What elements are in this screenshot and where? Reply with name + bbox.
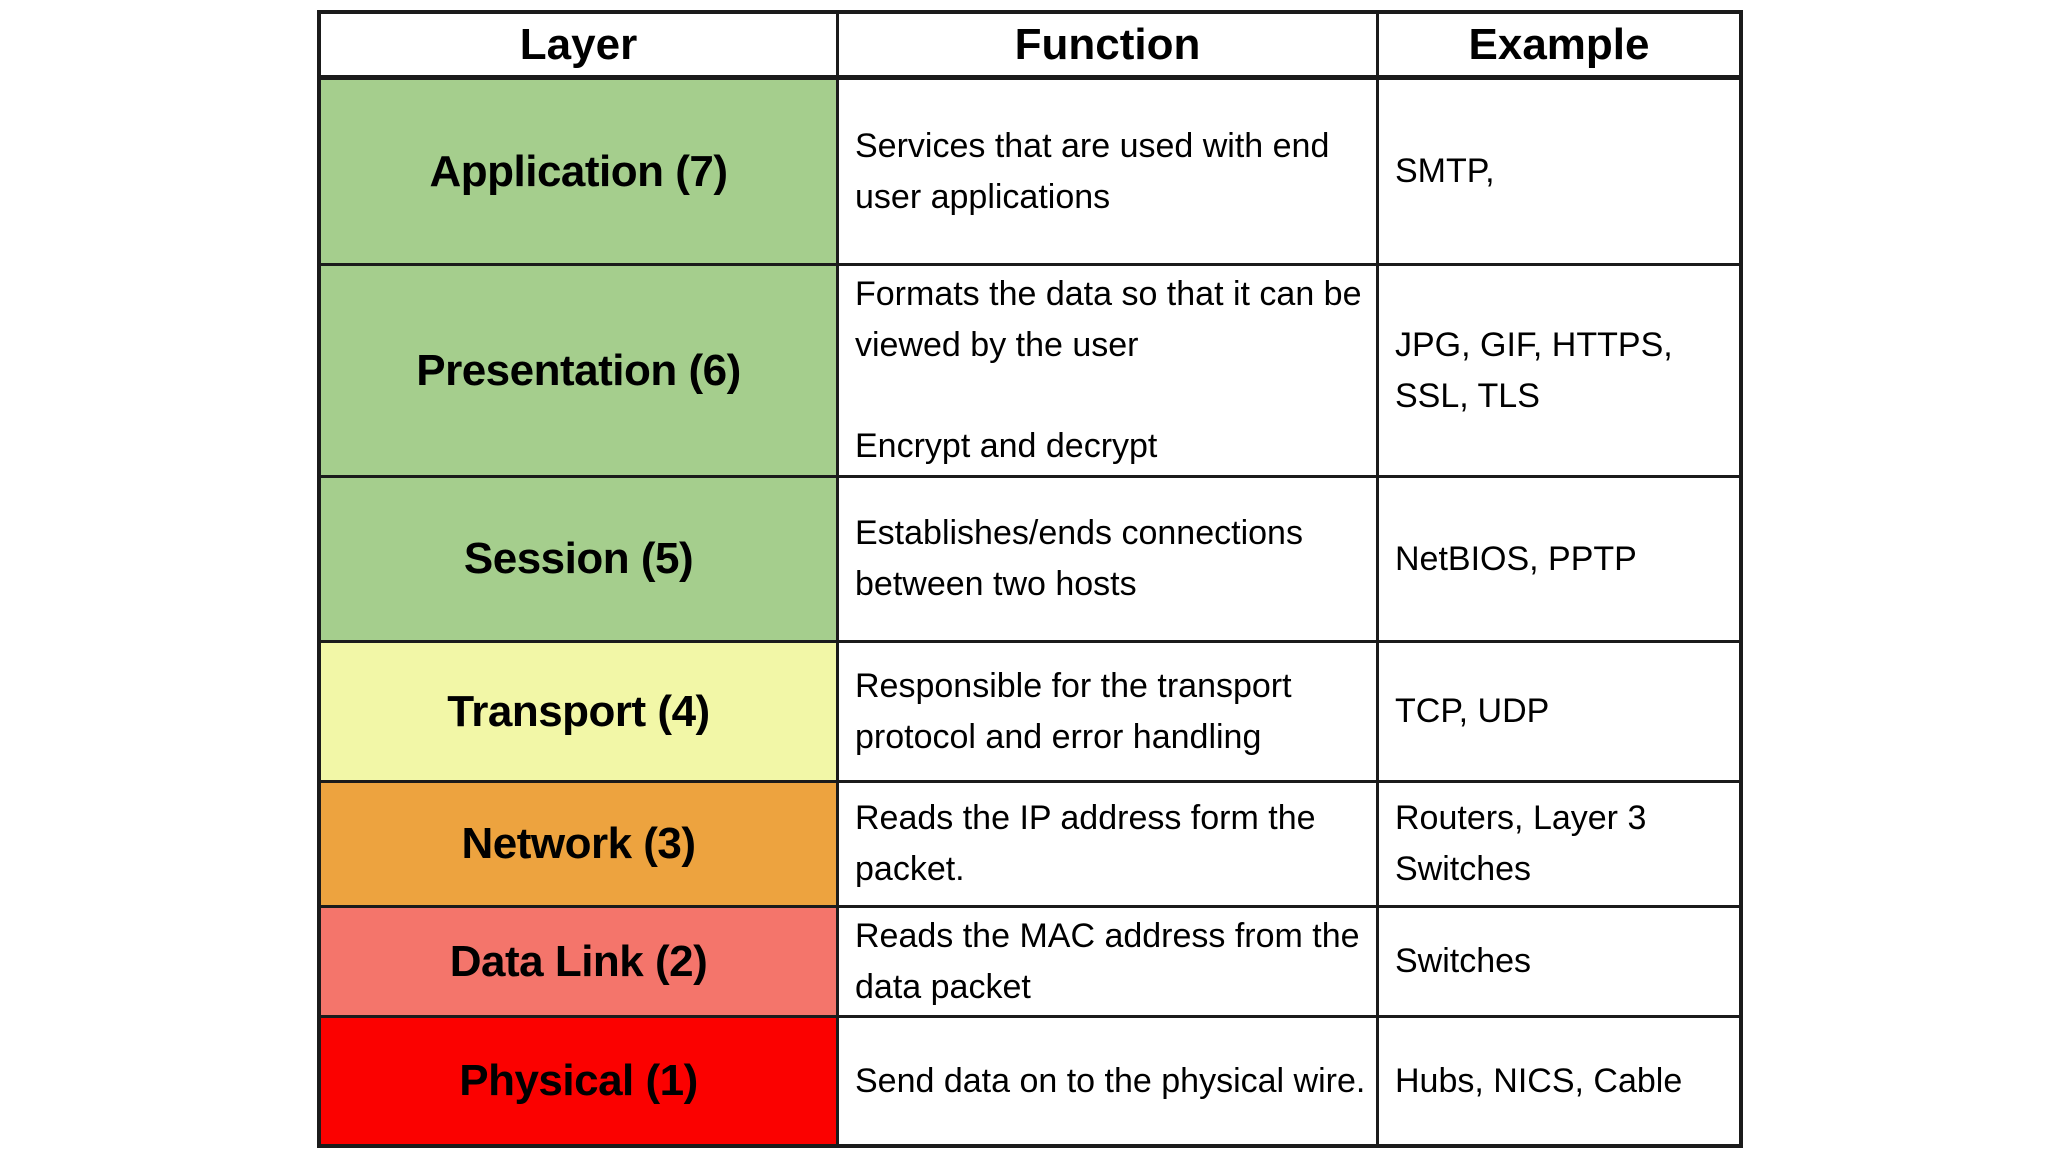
layer-cell-session: Session (5) [321,478,839,643]
example-text: NetBIOS, PPTP [1395,539,1637,578]
function-cell-physical: Send data on to the physical wire. [839,1018,1379,1144]
layer-cell-transport: Transport (4) [321,643,839,783]
header-cell-layer: Layer [321,14,839,80]
function-text: Reads the MAC address from the data pack… [855,916,1360,1006]
example-text: Hubs, NICS, Cable [1395,1061,1683,1100]
function-text: Establishes/ends connections between two… [855,514,1303,603]
function-text: Formats the data so that it can be viewe… [855,275,1362,364]
example-text: Switches [1395,942,1532,980]
layer-label: Physical (1) [459,1056,698,1105]
example-text: Routers, Layer 3 Switches [1395,799,1647,888]
layer-cell-datalink: Data Link (2) [321,908,839,1018]
function-cell-transport: Responsible for the transport protocol a… [839,643,1379,783]
function-cell-session: Establishes/ends connections between two… [839,478,1379,643]
example-cell-application: SMTP, [1379,80,1739,266]
function-text: Services that are used with end user app… [855,126,1330,216]
example-text: TCP, UDP [1395,692,1550,730]
example-cell-physical: Hubs, NICS, Cable [1379,1018,1739,1144]
layer-label: Presentation (6) [416,345,741,395]
example-cell-presentation: JPG, GIF, HTTPS, SSL, TLS [1379,266,1739,478]
function-cell-datalink: Reads the MAC address from the data pack… [839,908,1379,1018]
function-cell-presentation: Formats the data so that it can be viewe… [839,266,1379,478]
example-text: SMTP, [1395,152,1495,190]
layer-label: Application (7) [429,146,728,196]
function-cell-application: Services that are used with end user app… [839,80,1379,266]
header-cell-example: Example [1379,14,1739,80]
function-text: Send data on to the physical wire. [855,1061,1366,1100]
layer-cell-network: Network (3) [321,783,839,908]
function-cell-network: Reads the IP address form the packet. [839,783,1379,908]
layer-label: Data Link (2) [449,936,708,986]
example-cell-session: NetBIOS, PPTP [1379,478,1739,643]
osi-table: Layer Function Example Application (7) S… [317,10,1743,1148]
layer-cell-application: Application (7) [321,80,839,266]
function-text: Reads the IP address form the packet. [855,799,1316,888]
layer-label: Network (3) [461,819,696,868]
layer-cell-presentation: Presentation (6) [321,266,839,478]
example-cell-network: Routers, Layer 3 Switches [1379,783,1739,908]
layer-label: Session (5) [463,534,694,583]
function-text: Responsible for the transport protocol a… [855,666,1292,756]
layer-cell-physical: Physical (1) [321,1018,839,1144]
layer-label: Transport (4) [447,686,710,736]
example-cell-transport: TCP, UDP [1379,643,1739,783]
example-cell-datalink: Switches [1379,908,1739,1018]
header-cell-function: Function [839,14,1379,80]
example-text: JPG, GIF, HTTPS, SSL, TLS [1395,325,1673,415]
function-text-secondary: Encrypt and decrypt [855,427,1158,465]
